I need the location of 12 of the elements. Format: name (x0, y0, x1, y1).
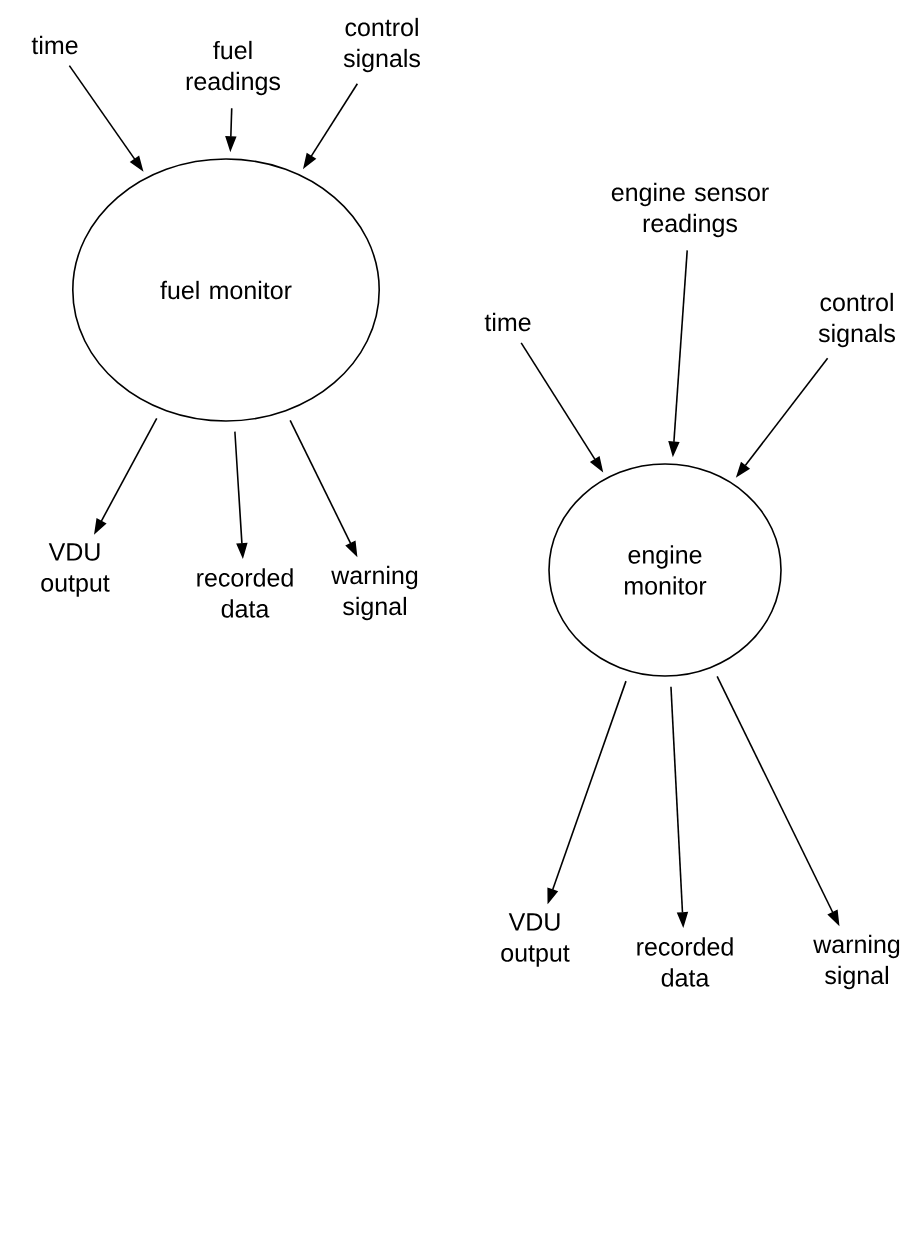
flow-label: time (31, 35, 78, 55)
flow-label: warning signal (331, 565, 418, 621)
flow-label: VDU output (501, 913, 570, 967)
flow-label: fuel readings (186, 40, 280, 96)
flow-label: warning signal (813, 934, 900, 990)
flow-label: recorded data (637, 937, 733, 987)
flow-label: recorded data (197, 568, 293, 618)
flow-label: VDU output (41, 543, 110, 597)
flow-label: control signals (818, 292, 895, 348)
flow-label: control signals (343, 17, 420, 73)
flow-label: time (484, 312, 531, 332)
flow-label: engine sensor readings (611, 182, 769, 238)
